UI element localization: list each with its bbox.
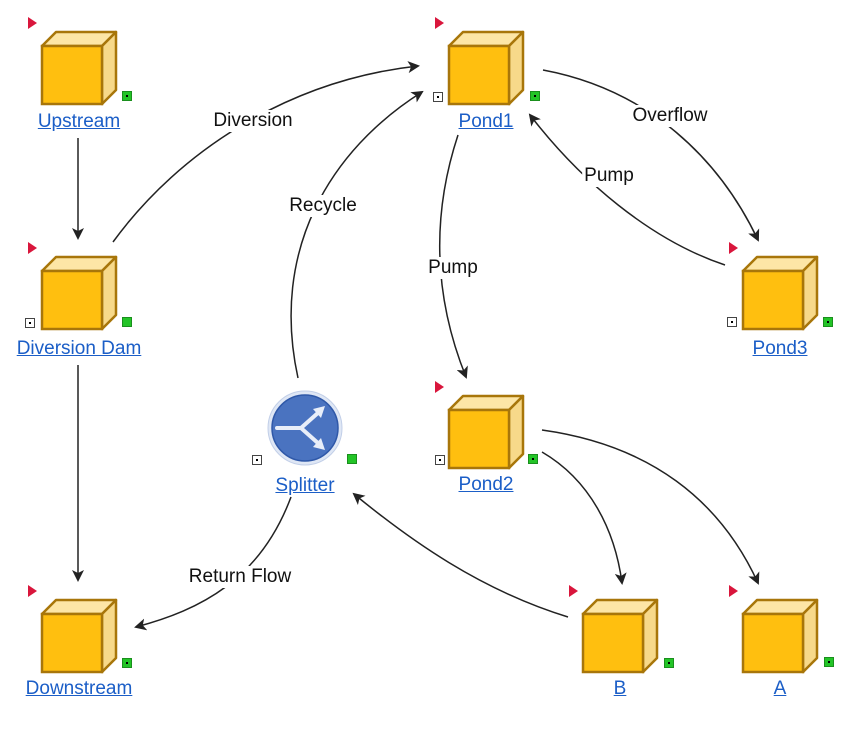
box-3d-icon [40, 255, 118, 331]
node-splitter[interactable]: Splitter [252, 388, 362, 498]
output-port[interactable] [823, 317, 833, 327]
edge-label-overflow: Overflow [630, 105, 710, 127]
edge-pond2-a[interactable] [541, 429, 760, 585]
output-port[interactable] [122, 658, 132, 668]
triangle-flag-icon [28, 17, 37, 29]
input-port[interactable] [25, 318, 35, 328]
input-port[interactable] [252, 455, 262, 465]
node-label-downstream[interactable]: Downstream [25, 678, 133, 699]
node-pond1[interactable]: Pond1 [433, 16, 545, 136]
input-port[interactable] [435, 455, 445, 465]
box-3d-icon [741, 255, 819, 331]
node-label-pond2[interactable]: Pond2 [458, 474, 514, 495]
edge-label-pump-pond1-pond2: Pump [426, 257, 480, 279]
node-label-pond3[interactable]: Pond3 [752, 338, 808, 359]
box-3d-icon [741, 598, 819, 674]
triangle-flag-icon [435, 381, 444, 393]
edge-overflow[interactable] [542, 69, 760, 242]
node-pond2[interactable]: Pond2 [435, 380, 545, 500]
triangle-flag-icon [729, 242, 738, 254]
triangle-flag-icon [28, 585, 37, 597]
input-port[interactable] [433, 92, 443, 102]
output-port[interactable] [122, 317, 132, 327]
box-3d-icon [40, 598, 118, 674]
edge-diversion[interactable] [112, 61, 420, 243]
edge-recycle[interactable] [290, 90, 424, 379]
splitter-arrows-icon [267, 390, 343, 466]
edge-pond2-b[interactable] [541, 451, 627, 585]
node-label-splitter[interactable]: Splitter [275, 475, 335, 496]
edge-label-return-flow: Return Flow [186, 566, 294, 588]
triangle-flag-icon [569, 585, 578, 597]
output-port[interactable] [347, 454, 357, 464]
edge-pump-pond1-pond2[interactable] [438, 134, 468, 379]
output-port[interactable] [528, 454, 538, 464]
edge-b-splitter[interactable] [352, 492, 569, 618]
edge-pump-pond3-pond1[interactable] [528, 113, 726, 266]
triangle-flag-icon [435, 17, 444, 29]
triangle-flag-icon [729, 585, 738, 597]
node-b[interactable]: B [569, 584, 679, 704]
node-label-diversion-dam[interactable]: Diversion Dam [16, 338, 142, 359]
edge-label-diversion: Diversion [211, 110, 295, 132]
output-port[interactable] [530, 91, 540, 101]
node-upstream[interactable]: Upstream [28, 16, 138, 136]
edge-return-flow[interactable] [134, 496, 292, 631]
output-port[interactable] [824, 657, 834, 667]
node-label-pond1[interactable]: Pond1 [458, 111, 514, 132]
input-port[interactable] [727, 317, 737, 327]
box-3d-icon [447, 394, 525, 470]
edge-label-pump-pond3-pond1: Pump [582, 165, 636, 187]
node-diversion-dam[interactable]: Diversion Dam [17, 241, 141, 361]
output-port[interactable] [664, 658, 674, 668]
node-label-a[interactable]: A [773, 678, 787, 699]
box-3d-icon [447, 30, 525, 106]
node-a[interactable]: A [729, 584, 839, 704]
node-label-upstream[interactable]: Upstream [37, 111, 121, 132]
node-pond3[interactable]: Pond3 [727, 241, 839, 361]
output-port[interactable] [122, 91, 132, 101]
box-3d-icon [40, 30, 118, 106]
box-3d-icon [581, 598, 659, 674]
triangle-flag-icon [28, 242, 37, 254]
node-downstream[interactable]: Downstream [25, 584, 138, 704]
node-label-b[interactable]: B [613, 678, 627, 699]
edge-label-recycle: Recycle [287, 195, 359, 217]
